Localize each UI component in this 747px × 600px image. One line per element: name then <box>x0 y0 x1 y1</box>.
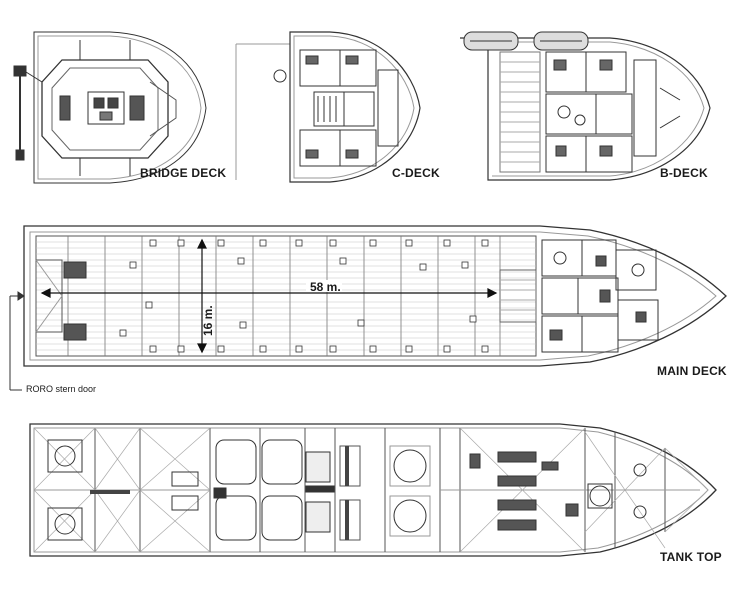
main-deck-label: MAIN DECK <box>657 364 727 378</box>
dimension-58m-arrow <box>40 288 498 298</box>
c-deck-plan <box>235 31 421 183</box>
b-deck-plan <box>460 31 711 181</box>
roro-stern-door-label: RORO stern door <box>26 384 97 394</box>
tank-top-label: TANK TOP <box>660 550 722 564</box>
length-dimension-label: 58 m. <box>310 280 341 294</box>
bridge-deck-plan <box>13 31 207 184</box>
width-dimension-label: 16 m. <box>201 305 215 336</box>
bridge-deck-label: BRIDGE DECK <box>140 166 227 180</box>
dimension-label-bg <box>306 280 342 292</box>
tank-top-plan <box>29 423 717 557</box>
main-deck-plan <box>9 225 727 391</box>
main-deck-fittings <box>119 239 489 353</box>
c-deck-label: C-DECK <box>392 166 440 180</box>
dimension-16m-arrow <box>197 238 207 354</box>
b-deck-label: B-DECK <box>660 166 708 180</box>
